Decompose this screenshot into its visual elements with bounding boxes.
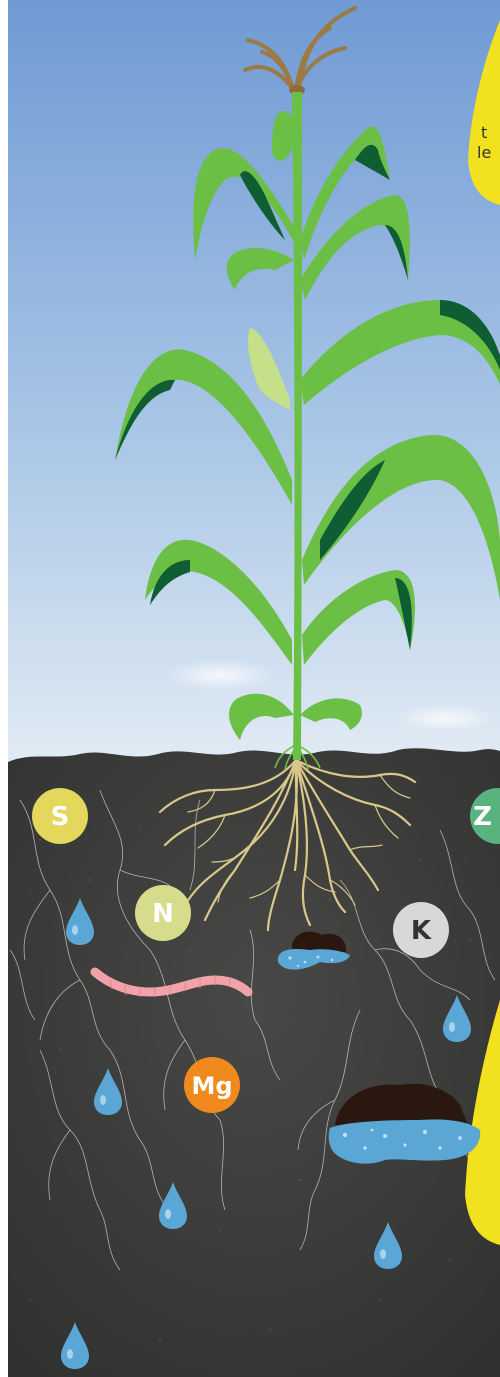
nutrient-badge-potassium: K bbox=[393, 902, 449, 958]
potassium-label: K bbox=[411, 916, 432, 946]
cloud bbox=[395, 704, 495, 732]
left-white-border bbox=[0, 0, 8, 1377]
callout-text-line-1: t bbox=[481, 124, 487, 142]
sulfur-label: S bbox=[51, 802, 70, 832]
magnesium-label: Mg bbox=[191, 1072, 232, 1100]
nitrogen-label: N bbox=[152, 899, 174, 929]
nutrient-badge-magnesium: Mg bbox=[184, 1057, 240, 1113]
cloud bbox=[165, 659, 275, 691]
nutrient-badge-sulfur: S bbox=[32, 788, 88, 844]
callout-text-line-2: le bbox=[477, 144, 491, 162]
nutrient-badge-nitrogen: N bbox=[135, 885, 191, 941]
zinc-label: Z bbox=[473, 802, 492, 832]
